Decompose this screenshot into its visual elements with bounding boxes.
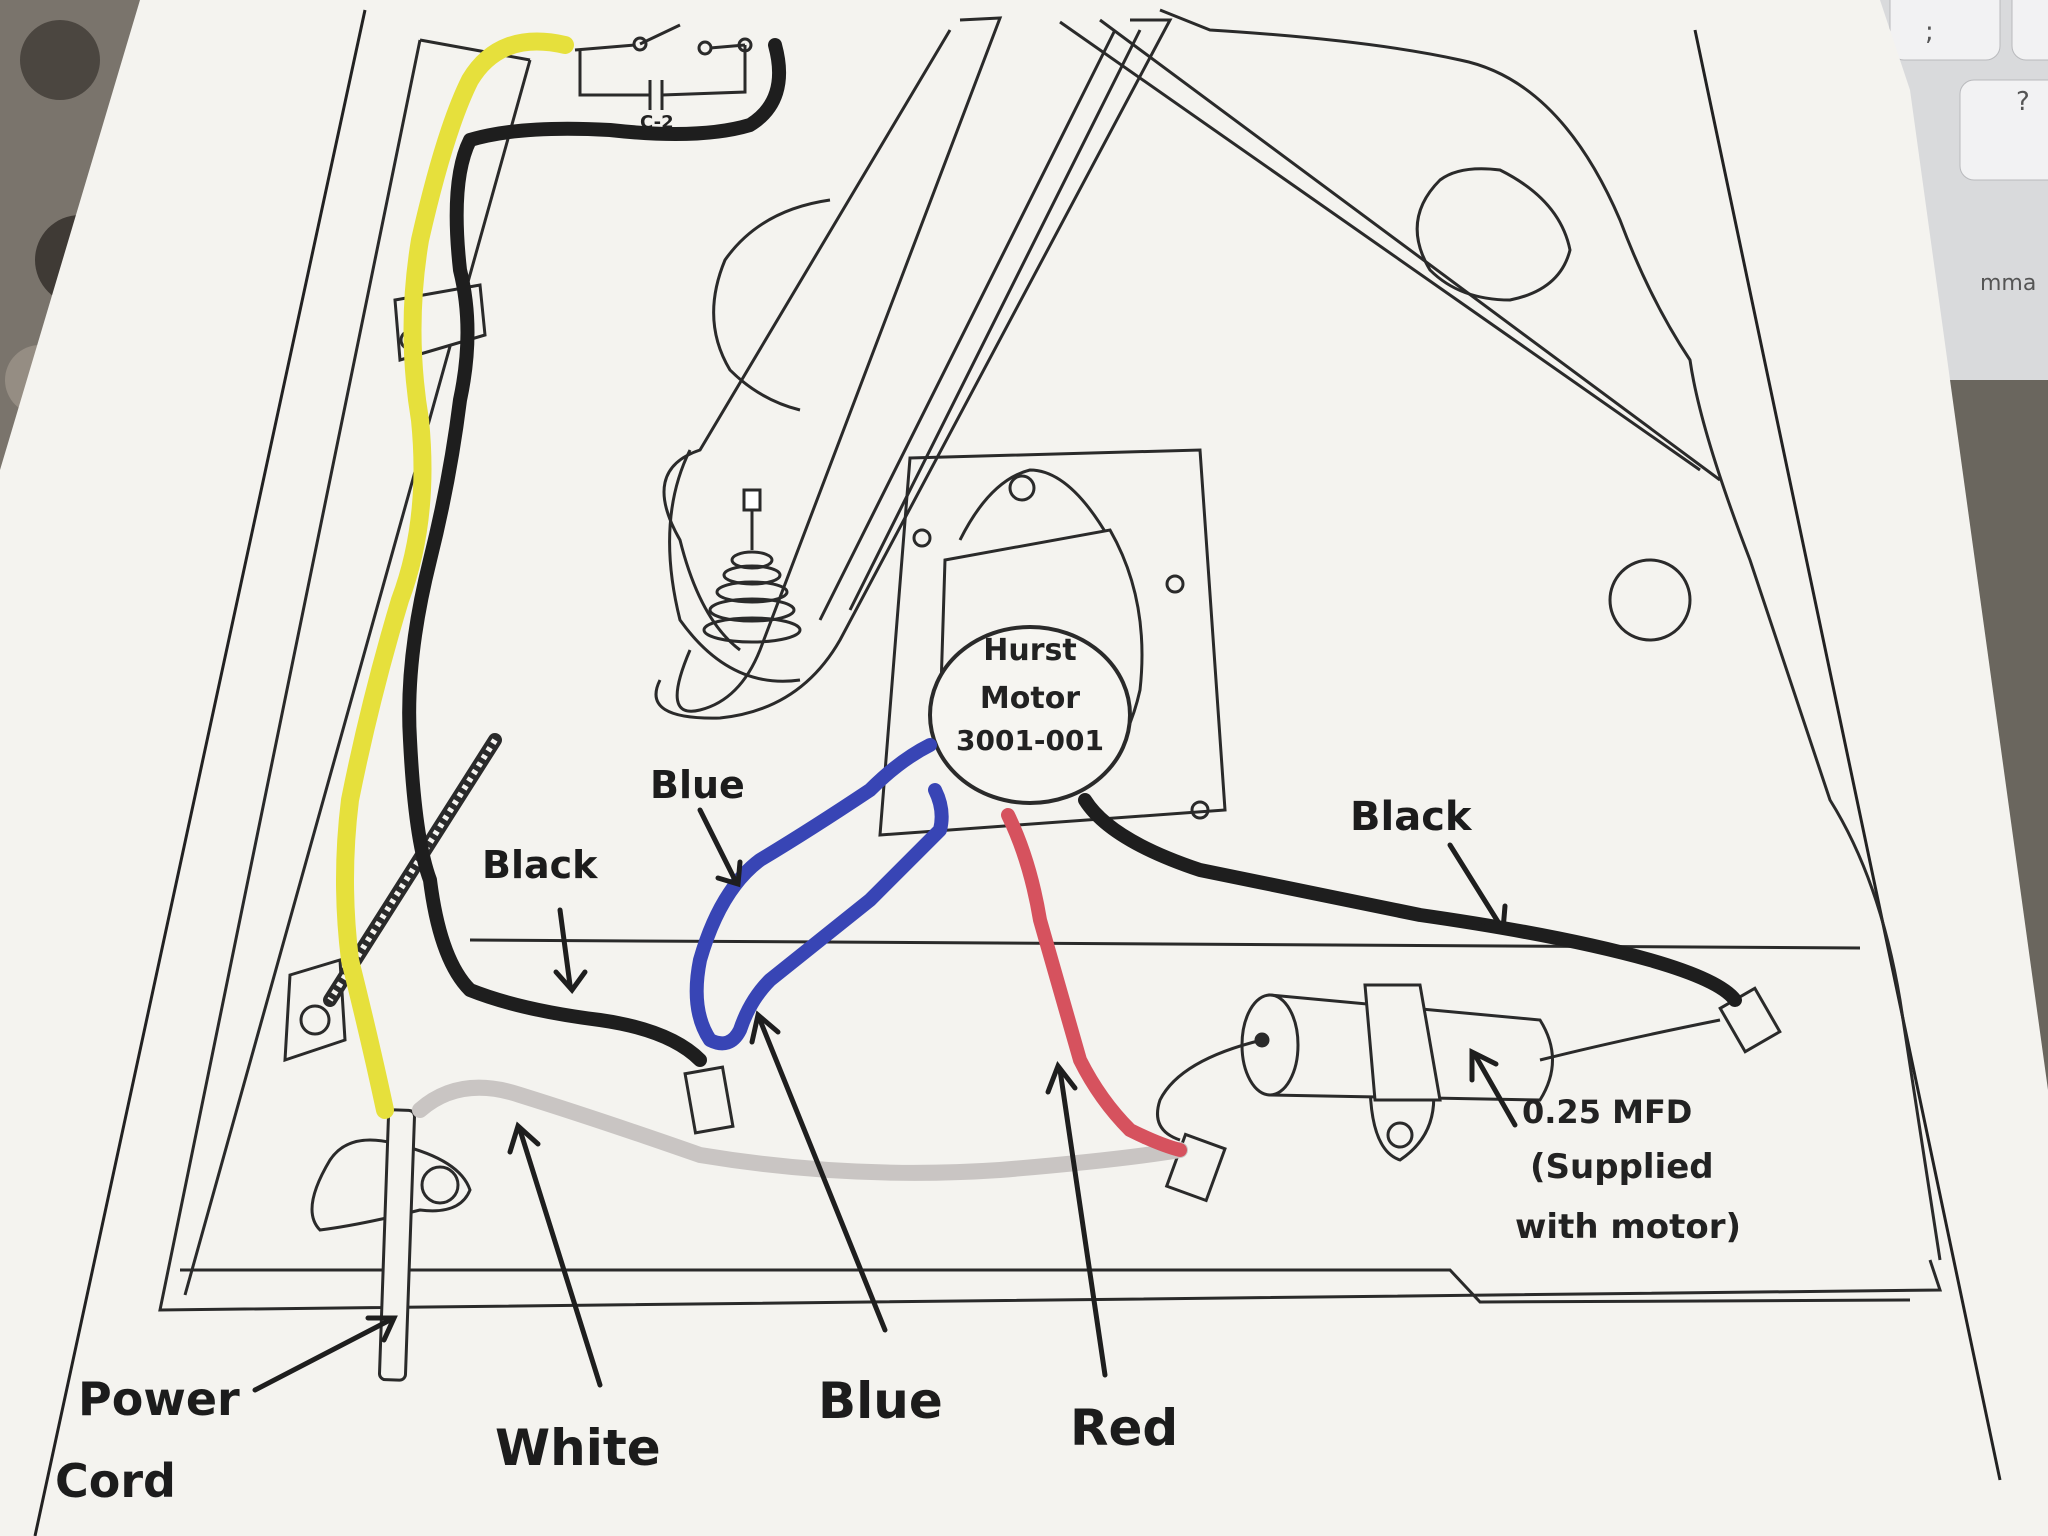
capacitor	[1156, 983, 1721, 1142]
label-capacitor-line3: with motor)	[1515, 1207, 1741, 1247]
label-arrows	[252, 807, 1518, 1393]
keyboard-partial-text: mma	[1980, 271, 2036, 296]
label-red: Red	[1070, 1399, 1178, 1457]
power-cord	[310, 1108, 472, 1382]
red-wire	[1001, 808, 1187, 1157]
arrow-blue-top	[697, 807, 738, 883]
arrow-power-cord	[252, 1317, 393, 1393]
keyboard-key	[1959, 79, 2048, 181]
label-black-right: Black	[1350, 794, 1473, 840]
label-capacitor-line2: (Supplied	[1530, 1147, 1714, 1187]
key-semicolon-label: ;	[1925, 17, 1934, 47]
arrow-white	[517, 1127, 603, 1388]
label-capacitor-line1: 0.25 MFD	[1522, 1093, 1692, 1131]
motor-face	[928, 625, 1132, 805]
wires	[336, 32, 1742, 1181]
labels: Blue Black Black 0.25 MFD (Supplied with…	[55, 763, 1741, 1508]
black-wire-right	[1078, 793, 1742, 1007]
arrow-blue-bottom	[757, 1017, 888, 1333]
label-blue-top: Blue	[650, 763, 745, 807]
keyboard-key	[1889, 0, 2001, 61]
arrow-black-right	[1447, 842, 1503, 928]
label-blue-bottom: Blue	[818, 1372, 943, 1430]
motor-mount-plate	[878, 448, 1227, 837]
yellow-wire	[336, 32, 574, 1119]
motor-label-line3: 3001-001	[956, 724, 1104, 757]
switch-c2: C-2	[574, 23, 753, 133]
pivot-arm	[654, 16, 1173, 720]
keyboard: ; ? mma	[1889, 0, 2048, 296]
label-power-line2: Cord	[55, 1454, 176, 1508]
cabinet-outline	[158, 8, 1943, 1312]
arrow-capacitor	[1472, 1052, 1518, 1128]
keyboard-key	[2011, 0, 2048, 61]
motor-label-line2: Motor	[980, 681, 1080, 716]
hurst-motor: Hurst Motor 3001-001	[928, 468, 1144, 805]
arrow-red	[1057, 1067, 1108, 1378]
page-borders	[33, 9, 2002, 1536]
label-power-line1: Power	[78, 1372, 240, 1426]
blue-wire	[689, 738, 949, 1051]
arrow-black-left	[557, 907, 573, 988]
black-wire-left	[402, 38, 787, 1067]
motor-label-line1: Hurst	[983, 633, 1076, 668]
label-black-left: Black	[482, 843, 598, 887]
white-wire	[412, 1079, 1188, 1181]
terminal-left	[683, 1065, 735, 1135]
key-question-label: ?	[2016, 87, 2030, 117]
label-white: White	[495, 1419, 661, 1477]
bolt-assembly	[702, 488, 802, 644]
